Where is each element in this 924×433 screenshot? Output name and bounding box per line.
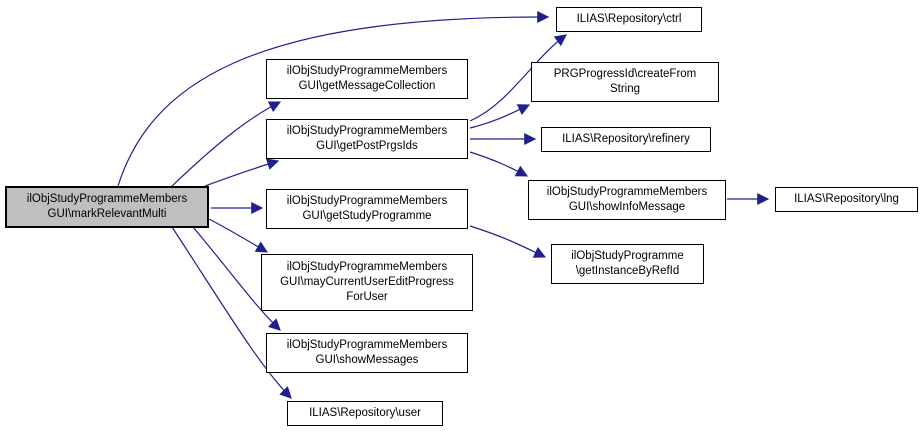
node-showInfoMessage[interactable]: ilObjStudyProgrammeMembers GUI\showInfoM… [528,180,726,220]
node-refinery[interactable]: ILIAS\Repository\refinery [541,127,711,152]
node-getMessageCollection[interactable]: ilObjStudyProgrammeMembers GUI\getMessag… [266,59,468,99]
node-user[interactable]: ILIAS\Repository\user [287,401,443,426]
edge-getPostPrgsIds-showInfoMessage [469,151,529,177]
edge-markRelevantMulti-getPostPrgsIds [204,158,280,187]
edge-getPostPrgsIds-ctrl [469,34,567,122]
node-getStudyProgramme[interactable]: ilObjStudyProgrammeMembers GUI\getStudyP… [266,189,468,229]
edge-getStudyProgramme-getInstanceByRefId [469,225,547,258]
edge-markRelevantMulti-getMessageCollection [171,101,282,187]
node-markRelevantMulti[interactable]: ilObjStudyProgrammeMembers GUI\markRelev… [5,186,209,228]
node-createFromString[interactable]: PRGProgressId\createFrom String [531,62,719,102]
edge-getPostPrgsIds-createFromString [469,104,531,129]
edge-markRelevantMulti-mayCurrentUserEditProgressForUser [208,218,269,253]
node-getPostPrgsIds[interactable]: ilObjStudyProgrammeMembers GUI\getPostPr… [266,119,468,159]
node-mayCurrentUserEditProgressForUser[interactable]: ilObjStudyProgrammeMembers GUI\mayCurren… [261,254,473,311]
edge-markRelevantMulti-ctrl [117,10,550,187]
node-ctrl[interactable]: ILIAS\Repository\ctrl [556,7,702,32]
node-getInstanceByRefId[interactable]: ilObjStudyProgramme \getInstanceByRefId [551,244,704,284]
edge-markRelevantMulti-user [171,226,292,399]
node-lng[interactable]: ILIAS\Repository\lng [775,187,918,212]
edge-markRelevantMulti-showMessages [192,226,281,331]
node-showMessages[interactable]: ilObjStudyProgrammeMembers GUI\showMessa… [266,333,468,373]
